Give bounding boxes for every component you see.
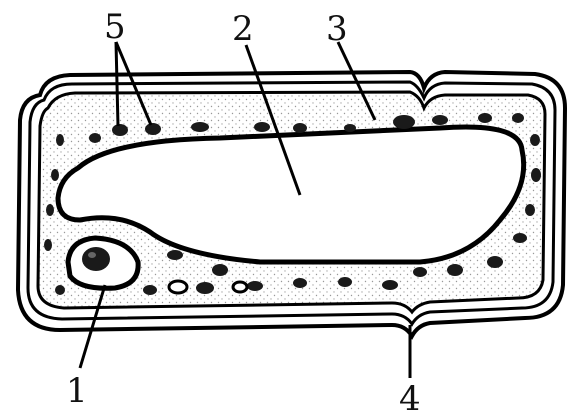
label-5: 5 (104, 7, 126, 47)
label-4: 4 (399, 379, 421, 412)
leader-5a (116, 42, 118, 126)
nucleus (68, 238, 138, 288)
label-1: 1 (66, 371, 88, 411)
label-3: 3 (326, 9, 348, 49)
label-2: 2 (232, 9, 254, 49)
